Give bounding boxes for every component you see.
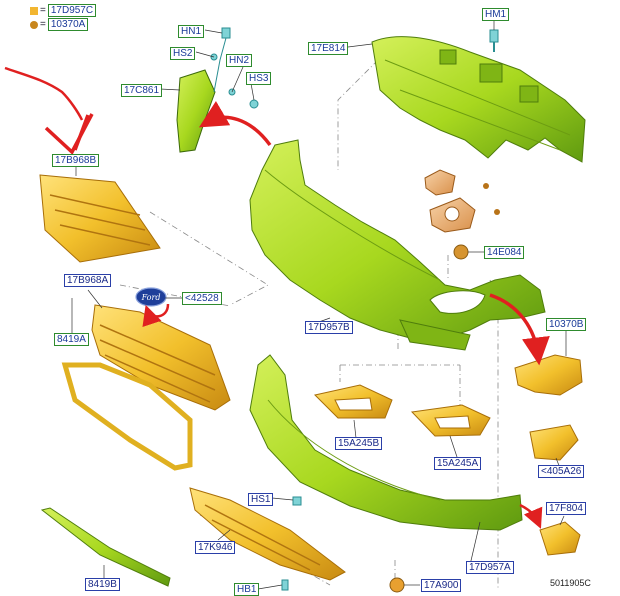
label-17b968b[interactable]: 17B968B [52,154,100,167]
grille-assembly[interactable] [91,304,231,411]
label-17a900[interactable]: 17A900 [421,579,462,592]
label-17e814[interactable]: 17E814 [308,42,349,55]
label-17d957b[interactable]: 17D957B [305,321,353,334]
fastener-hb1-icon [281,579,289,591]
label-hn2[interactable]: HN2 [226,54,253,67]
label-hn1[interactable]: HN1 [178,25,205,38]
label-17c861[interactable]: 17C861 [121,84,163,97]
side-trim-right[interactable] [529,424,579,461]
label-17b968a[interactable]: 17B968A [64,274,112,287]
svg-text:Ford: Ford [141,293,161,302]
annotation-arrows [4,66,550,529]
label-10370b[interactable]: 10370B [546,318,587,331]
fastener-hs1-icon [292,496,302,506]
front-bumper-cover[interactable] [249,139,546,351]
upper-grille[interactable] [39,174,161,263]
label-hs2[interactable]: HS2 [170,47,196,60]
lower-grille-insert[interactable] [189,487,346,581]
clip-hm1-icon [489,29,499,52]
fog-lamp-brackets[interactable] [424,169,500,233]
label-hs1[interactable]: HS1 [248,493,274,506]
label-15a245a[interactable]: 15A245A [434,457,482,470]
fog-lamp-bezel-right[interactable] [410,404,491,437]
bumper-bracket[interactable] [176,69,216,153]
legend-item-square: = 17D957C [30,4,97,17]
lower-bumper-cover[interactable] [249,354,523,531]
label-17d957a[interactable]: 17D957A [466,561,514,574]
label-8419b[interactable]: 8419B [85,578,120,591]
label-hb1[interactable]: HB1 [234,583,260,596]
label-hs3[interactable]: HS3 [246,72,272,85]
label-17f804[interactable]: 17F804 [546,502,586,515]
bumper-reinforcement[interactable] [371,36,586,163]
clip-14e084-icon [453,244,469,260]
label-405a26[interactable]: <405A26 [538,465,585,478]
label-17k946[interactable]: 17K946 [195,541,236,554]
label-hm1[interactable]: HM1 [482,8,510,21]
label-14e084[interactable]: 14E084 [484,246,525,259]
legend-equals: = [40,5,46,16]
ford-emblem-icon: Ford [135,287,167,307]
label-15a245b[interactable]: 15A245B [335,437,383,450]
diagram-reference-number: 5011905C [550,578,591,588]
circle-swatch-icon [30,20,38,29]
side-bracket-right[interactable] [514,354,583,396]
fastener-icons [210,27,259,109]
legend-item-circle: = 10370A [30,18,89,31]
tow-eye-bracket[interactable] [539,521,581,556]
grille-frame[interactable] [61,362,193,471]
label-42528[interactable]: <42528 [182,292,222,305]
legend-equals: = [40,19,46,30]
tow-eye-cover-icon [389,577,405,593]
legend-part-17d957c[interactable]: 17D957C [47,4,97,17]
lower-lip-strip[interactable] [40,507,171,587]
fog-lamp-bezel-left[interactable] [314,384,393,419]
label-8419a[interactable]: 8419A [54,333,89,346]
square-swatch-icon [30,6,38,15]
legend-part-10370a[interactable]: 10370A [47,18,89,31]
